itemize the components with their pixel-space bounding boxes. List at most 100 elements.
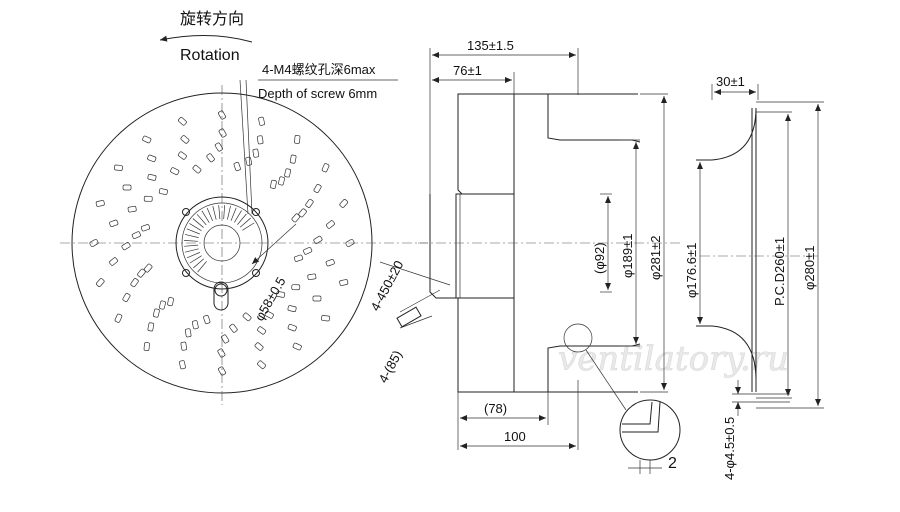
hub-bolt	[252, 269, 260, 277]
blade-mark	[303, 247, 313, 255]
screw-note-en: Depth of screw 6mm	[258, 86, 377, 101]
dim-135-label: 135±1.5	[467, 38, 514, 53]
blade-mark	[184, 328, 192, 338]
blade-mark	[147, 154, 157, 163]
detail-callout	[563, 323, 593, 353]
blade-mark	[109, 257, 118, 266]
motor-housing	[455, 193, 515, 299]
wheel-top	[514, 93, 641, 143]
hub-fin	[186, 252, 201, 259]
blade-mark	[121, 242, 131, 251]
blade-mark	[257, 360, 266, 370]
blade-mark	[284, 168, 292, 178]
blade-mark	[122, 184, 132, 191]
dim-280-label: φ280±1	[802, 246, 817, 290]
blade-mark	[167, 297, 174, 307]
blade-mark	[291, 284, 301, 291]
blade-mark	[217, 348, 226, 358]
blade-mark	[206, 153, 215, 163]
blade-mark	[307, 273, 317, 281]
detail-leader	[585, 349, 627, 411]
blade-mark	[95, 200, 105, 207]
hub-fin	[186, 228, 200, 235]
blade-mark	[291, 213, 301, 223]
dim-78-label: (78)	[484, 401, 507, 416]
blade-mark	[258, 116, 265, 126]
hub-fin	[185, 248, 199, 253]
ring-view: 30±1 φ176.6±1 P.C.D260±1 φ280±1 4-φ4.5±0…	[684, 74, 824, 480]
blade-mark	[289, 154, 297, 164]
hub-cooling-fins	[184, 205, 255, 273]
blade-mark	[147, 322, 155, 332]
blade-mark	[293, 254, 304, 262]
blade-mark	[152, 308, 160, 318]
dim-100-label: 100	[504, 429, 526, 444]
ring-top-curve	[696, 107, 757, 161]
blade-mark	[256, 135, 264, 145]
blade-mark	[270, 179, 277, 189]
dim-pcd-label: P.C.D260±1	[772, 237, 787, 306]
blade-mark	[122, 292, 131, 302]
blade-mark	[178, 116, 187, 126]
hub-fin	[239, 217, 251, 228]
blade-mark	[95, 278, 105, 287]
rotation-arrow	[159, 35, 253, 43]
cable-gland	[213, 281, 229, 311]
cable-gland-hole	[214, 283, 228, 297]
hub-fin	[189, 223, 202, 231]
blade-mark	[191, 320, 199, 330]
hub-bolt	[182, 208, 190, 216]
hub-fin	[196, 214, 207, 226]
slot-angle-label: 4-450±20	[367, 258, 406, 313]
blade-mark	[177, 151, 187, 160]
slot-spacing-label: 4-(85)	[375, 348, 405, 386]
blade-mark	[131, 231, 141, 239]
ring-bottom-curve	[696, 325, 757, 381]
blade-mark	[179, 360, 186, 370]
hub-fin	[237, 213, 247, 225]
blade-mark	[339, 279, 349, 286]
blade-mark	[192, 164, 202, 174]
rotation-label-cn: 旋转方向	[180, 10, 244, 28]
hub-fin	[227, 205, 231, 220]
hub-fin	[234, 210, 242, 223]
blade-mark	[276, 291, 286, 298]
blade-mark	[143, 195, 153, 202]
watermark: ventilatory.ru	[558, 339, 789, 379]
blade-mark	[143, 342, 150, 351]
blade-mark	[325, 259, 335, 267]
hole-dim-label: 4-φ4.5±0.5	[722, 417, 737, 480]
blade-mark	[142, 135, 152, 144]
dim-76-label: 76±1	[453, 63, 482, 78]
blade-mark	[264, 310, 274, 319]
blade-mark	[287, 323, 297, 332]
front-view: 旋转方向 Rotation 4-M4螺纹孔深6max Depth of scre…	[60, 10, 451, 405]
blade-mark	[278, 176, 285, 186]
hub-fin	[242, 222, 255, 231]
blade-mark	[321, 315, 330, 322]
side-view: 135±1.5 76±1 (φ92) φ189±1 φ281±2	[418, 38, 681, 474]
blade-mark	[89, 239, 99, 247]
detail-profile-b	[622, 401, 661, 433]
hub-fin	[218, 205, 221, 220]
blade-marks	[89, 110, 355, 376]
motor-hub-inner	[181, 202, 263, 284]
blade-mark	[292, 342, 302, 351]
dim-281-label: φ281±2	[648, 236, 663, 280]
blade-mark	[242, 312, 252, 322]
hub-fin	[201, 210, 210, 223]
screw-note-cn: 4-M4螺纹孔深6max	[262, 62, 376, 77]
blade-mark	[143, 263, 153, 273]
motor-hub	[175, 196, 269, 290]
slot-angle-line	[379, 261, 451, 286]
hub-dia-label: φ58±0.5	[252, 274, 289, 323]
blade-mark	[170, 167, 180, 176]
hub-bolt	[252, 208, 260, 216]
blade-mark	[257, 326, 267, 335]
blade-mark	[158, 188, 168, 195]
blade-mark	[218, 110, 226, 120]
blade-mark	[218, 128, 227, 138]
hub-dia-leader	[251, 223, 297, 265]
blade-mark	[245, 156, 253, 166]
slot-leader-a	[399, 289, 441, 313]
